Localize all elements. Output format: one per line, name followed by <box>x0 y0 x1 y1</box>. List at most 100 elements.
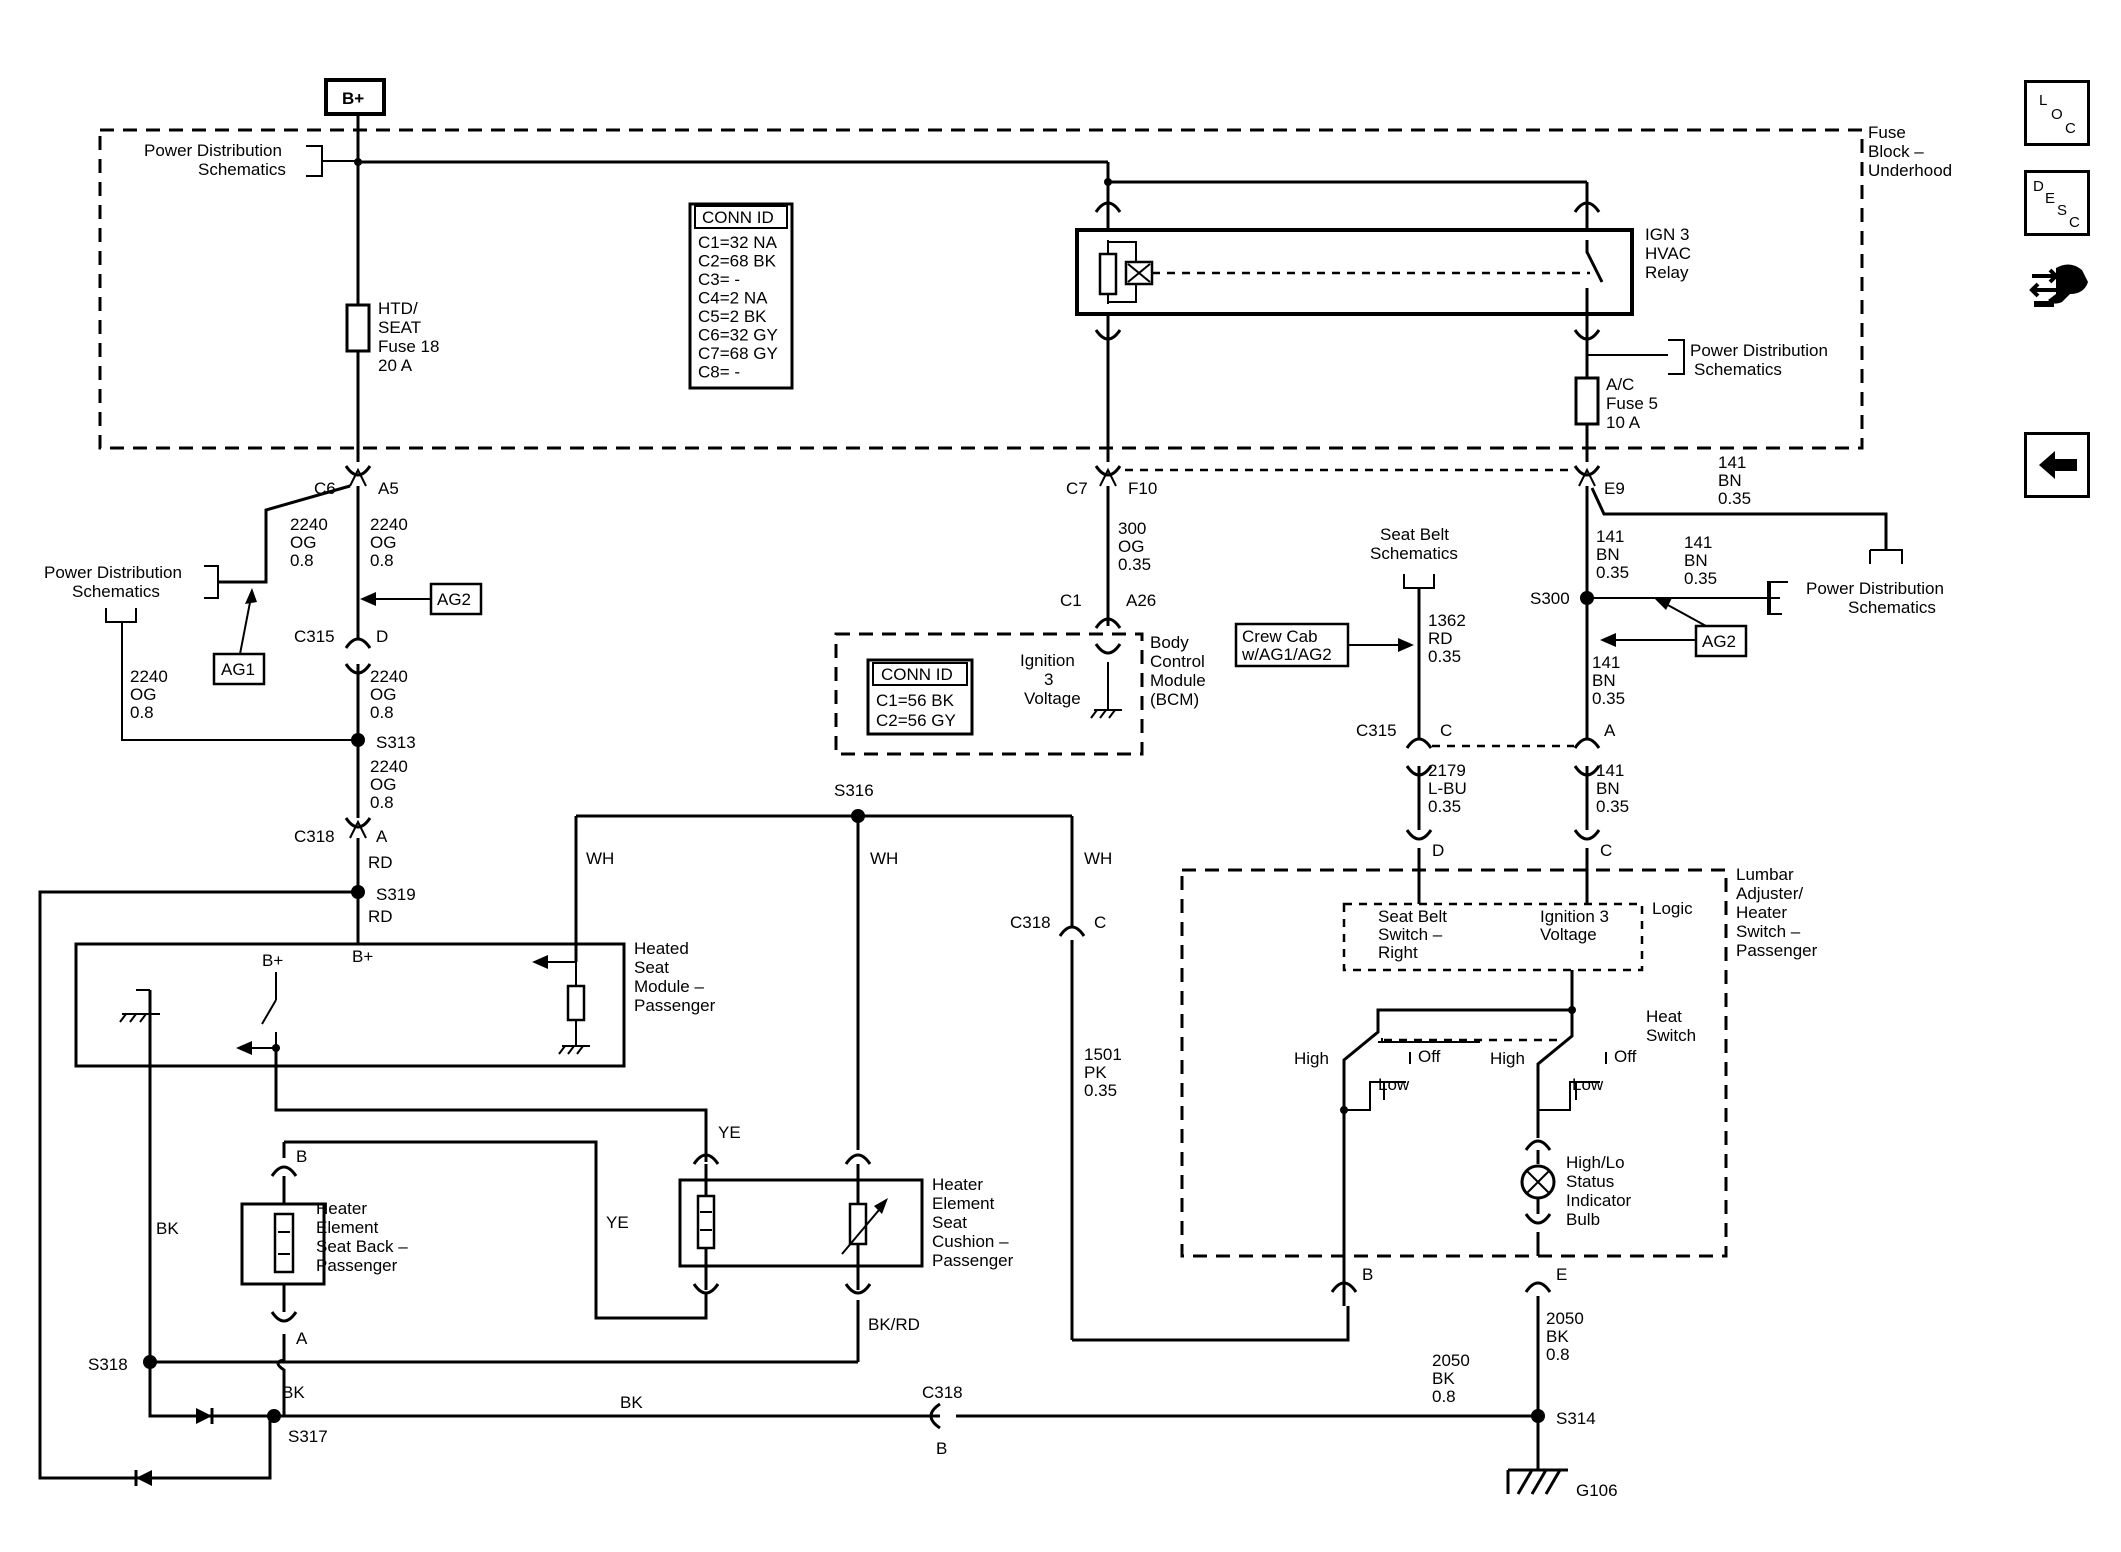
splice-s313-label: S313 <box>376 733 416 752</box>
pin-b-switch: B <box>1362 1265 1373 1284</box>
svg-text:C: C <box>2069 214 2080 231</box>
ground-g106-label: G106 <box>1576 1481 1618 1500</box>
low-label-2: Low <box>1572 1075 1604 1094</box>
logic-label: Logic <box>1652 899 1693 918</box>
ag2-label-right: AG2 <box>1702 632 1736 651</box>
back-button[interactable] <box>2024 432 2090 498</box>
wire-wh-3: WH <box>1084 849 1112 868</box>
off-label-1: Off <box>1418 1047 1441 1066</box>
pin-c315-right: C315 <box>1356 721 1397 740</box>
svg-text:C: C <box>2065 120 2076 137</box>
connector-hand-button[interactable] <box>2026 254 2092 320</box>
svg-text:L: L <box>2039 92 2047 109</box>
wire-ye-2: YE <box>606 1213 629 1232</box>
ag2-box-right <box>1694 624 1748 658</box>
ag1-label: AG1 <box>221 660 255 679</box>
body-control-module <box>834 632 1144 756</box>
wire-ye-1: YE <box>718 1123 741 1142</box>
heated-seat-module <box>74 942 626 1068</box>
pin-b-bottom: B <box>936 1439 947 1458</box>
pin-c-mid: C <box>1094 913 1106 932</box>
module-bplus-pin: B+ <box>352 947 373 966</box>
svg-text:E: E <box>2045 190 2055 207</box>
splice-s300-label: S300 <box>1530 589 1570 608</box>
htd-seat-fuse-18 <box>345 303 371 353</box>
pin-c7: C7 <box>1066 479 1088 498</box>
pin-c315-left: C315 <box>294 627 335 646</box>
pin-c1: C1 <box>1060 591 1082 610</box>
ag2-label-left: AG2 <box>437 590 471 609</box>
module-bplus-internal: B+ <box>262 951 283 970</box>
switch-logic-block <box>1342 902 1644 972</box>
splice-s313 <box>351 733 365 747</box>
svg-text:D: D <box>2033 178 2044 195</box>
pin-e9: E9 <box>1604 479 1625 498</box>
heater-element-seat-cushion <box>678 1178 924 1268</box>
pin-c318-mid: C318 <box>1010 913 1051 932</box>
ac-fuse-5 <box>1574 376 1600 426</box>
pin-a26: A26 <box>1126 591 1156 610</box>
pin-c318-bottom: C318 <box>922 1383 963 1402</box>
pin-a-right: A <box>1604 721 1616 740</box>
battery-positive-label: B+ <box>342 89 364 108</box>
pin-f10: F10 <box>1128 479 1157 498</box>
svg-text:CONN ID: CONN ID <box>702 208 774 227</box>
high-label-1: High <box>1294 1049 1329 1068</box>
splice-s319-label: S319 <box>376 885 416 904</box>
svg-text:S: S <box>2057 202 2067 219</box>
pin-c-right: C <box>1440 721 1452 740</box>
pin-a-left: A <box>376 827 388 846</box>
ag2-box-left <box>429 582 483 616</box>
wire-rd-1: RD <box>368 853 393 872</box>
wire-rd-2: RD <box>368 907 393 926</box>
svg-text:CONN ID: CONN ID <box>881 665 953 684</box>
splice-s316-label: S316 <box>834 781 874 800</box>
pin-a-seatback: A <box>296 1329 308 1348</box>
ign3-hvac-relay <box>1075 228 1634 316</box>
battery-positive-box <box>324 78 386 116</box>
desc-icon: D E S C <box>2033 178 2080 231</box>
high-label-2: High <box>1490 1049 1525 1068</box>
back-arrow-icon <box>2039 451 2077 479</box>
wire-bk-1: BK <box>156 1219 179 1238</box>
low-label-1: Low <box>1378 1075 1410 1094</box>
loc-button[interactable]: L O C <box>2024 80 2090 146</box>
pin-e-switch: E <box>1556 1265 1567 1284</box>
splice-s318-label: S318 <box>88 1355 128 1374</box>
desc-button[interactable]: D E S C <box>2024 170 2090 236</box>
wire-bk-2: BK <box>282 1383 305 1402</box>
